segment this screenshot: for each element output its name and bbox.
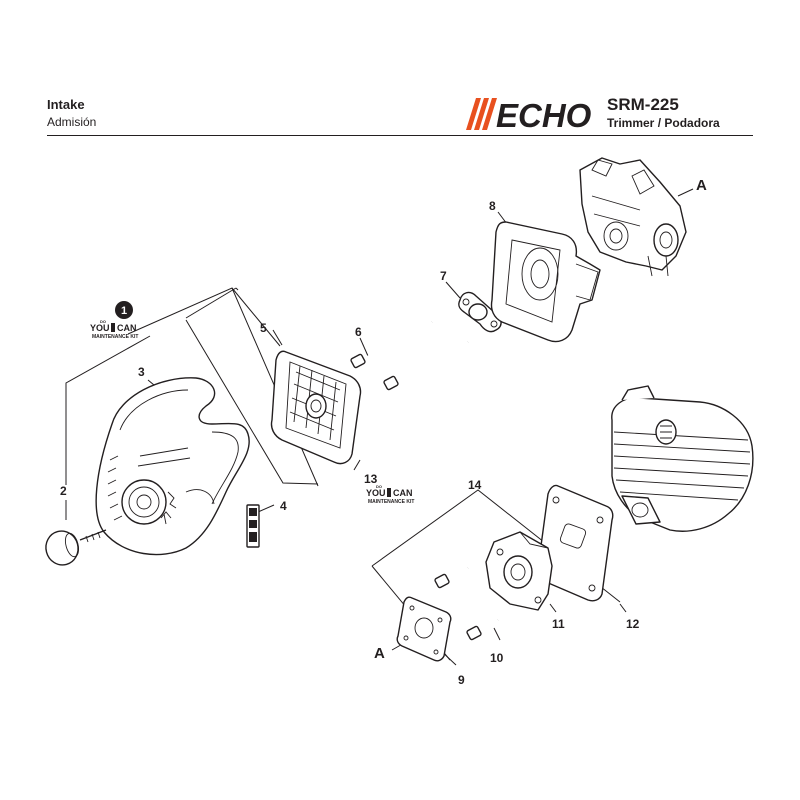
cylinder-gasket — [537, 484, 614, 602]
brand-wordmark: ECHO — [496, 97, 592, 132]
cylinder — [611, 385, 754, 532]
choke-label — [246, 504, 260, 548]
ref-a-top: A — [696, 177, 707, 194]
cover-knob — [45, 529, 107, 566]
callout-11: 11 — [552, 617, 565, 631]
mounting-bolts — [350, 320, 469, 391]
kit-can-text: CAN — [393, 488, 413, 498]
carburetor — [579, 157, 687, 277]
page-subtitle: Admisión — [47, 115, 97, 129]
header-divider — [47, 135, 753, 136]
kit-label-text: MAINTENANCE KIT — [368, 499, 414, 505]
air-filter — [270, 350, 362, 465]
intake-bracket — [458, 291, 502, 333]
callout-5: 5 — [260, 321, 267, 335]
insulator-bolts — [434, 566, 499, 641]
callout-8: 8 — [489, 199, 496, 213]
model-number: SRM-225 — [607, 95, 679, 114]
kit-do-text: DO — [376, 484, 382, 489]
kit-you-text: YOU — [366, 488, 386, 498]
callout-9: 9 — [458, 673, 465, 687]
kit-you-text: YOU — [90, 323, 110, 333]
callout-13: 13 — [364, 472, 378, 486]
callout-labels: 2 3 4 5 6 7 8 9 10 11 12 13 14 A A — [60, 177, 707, 687]
callout-12: 12 — [626, 617, 640, 631]
callout-10: 10 — [490, 651, 504, 665]
kit-badge-top: 1 DO YOU CAN MAINTENANCE KIT — [90, 301, 138, 340]
page-title: Intake — [47, 97, 85, 112]
air-cleaner-cover — [95, 377, 250, 556]
kit-can-text: CAN — [117, 323, 137, 333]
callout-4: 4 — [280, 499, 287, 513]
kit-label-text: MAINTENANCE KIT — [92, 334, 138, 340]
carburetor-gasket — [396, 596, 452, 662]
echo-logo: ECHO — [466, 97, 592, 132]
callout-1: 1 — [121, 305, 127, 317]
callout-6: 6 — [355, 325, 362, 339]
callout-14: 14 — [468, 478, 482, 492]
air-cleaner-base — [490, 221, 601, 343]
ref-a-bottom: A — [374, 645, 385, 662]
kit-badge-bottom: DO YOU CAN MAINTENANCE KIT — [366, 484, 414, 505]
kit-do-text: DO — [100, 319, 106, 324]
callout-7: 7 — [440, 269, 447, 283]
callout-2: 2 — [60, 484, 67, 498]
insulator — [485, 531, 553, 611]
callout-3: 3 — [138, 365, 145, 379]
product-type: Trimmer / Podadora — [607, 116, 720, 130]
